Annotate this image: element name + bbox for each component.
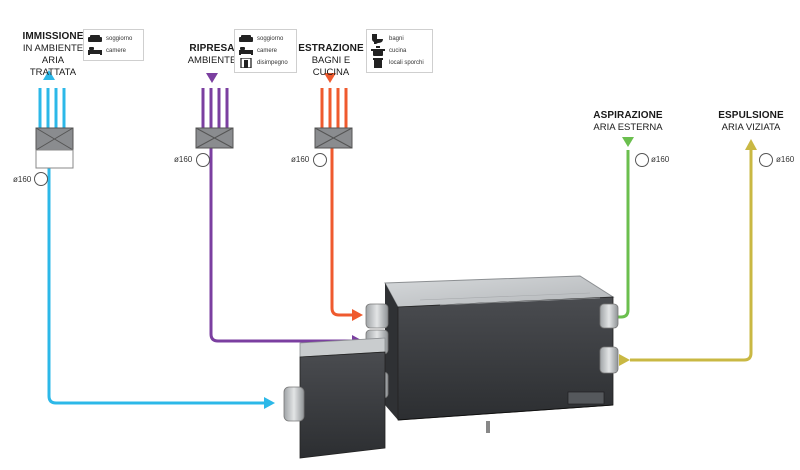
diameter-circle-estrazione xyxy=(313,153,327,167)
immissione-arrow-up xyxy=(43,70,55,80)
estrazione-duct-group xyxy=(320,88,352,317)
diameter-label-ripresa: ø160 xyxy=(174,155,193,164)
legend-ripresa: soggiorno camere disimpegno xyxy=(234,29,297,73)
aux-box-front xyxy=(299,351,386,459)
legend-text: soggiorno xyxy=(106,36,133,42)
legend-text: camere xyxy=(257,48,278,54)
diameter-circle-ripresa xyxy=(196,153,210,167)
label-immissione-title: IMMISSIONE xyxy=(22,31,84,42)
label-ripresa-title: RIPRESA xyxy=(189,43,235,54)
legend-row: soggiorno xyxy=(88,33,138,45)
estrazione-arrow-down xyxy=(324,73,336,83)
legend-text: cucina xyxy=(389,48,407,54)
legend-row: cucina xyxy=(371,45,427,57)
aspirazione-duct xyxy=(614,150,630,319)
sofa-icon xyxy=(239,35,253,42)
heat-recovery-unit xyxy=(283,275,619,459)
legend-estrazione: bagni cucina locali sporchi xyxy=(366,29,433,73)
espulsione-arrow-right xyxy=(619,354,630,366)
label-ripresa: RIPRESA AMBIENTE xyxy=(186,43,238,67)
cooking-pot-icon xyxy=(371,46,385,56)
unit-control-panel xyxy=(567,391,605,405)
collar-estrazione xyxy=(365,303,389,329)
legend-row: bagni xyxy=(371,33,427,45)
unit-drain xyxy=(486,421,490,433)
label-immissione-line2: ARIA TRATTATA xyxy=(29,55,77,78)
aspirazione-arrow-down xyxy=(622,137,634,147)
diameter-label-espulsione: ø160 xyxy=(776,155,795,164)
immissione-duct-group xyxy=(38,88,264,405)
ripresa-plenum xyxy=(195,127,234,149)
legend-row: camere xyxy=(239,45,291,57)
legend-text: camere xyxy=(106,48,127,54)
label-espulsione: ESPULSIONE ARIA VIZIATA xyxy=(718,110,784,134)
legend-row: disimpegno xyxy=(239,57,291,69)
trash-bin-icon xyxy=(373,58,383,68)
label-estrazione-line1: BAGNI E CUCINA xyxy=(311,55,351,78)
label-estrazione-title: ESTRAZIONE xyxy=(298,43,364,54)
label-aspirazione: ASPIRAZIONE ARIA ESTERNA xyxy=(592,110,664,134)
label-aspirazione-title: ASPIRAZIONE xyxy=(593,110,663,121)
diameter-circle-aspirazione xyxy=(635,153,649,167)
collar-aspirazione xyxy=(599,303,619,329)
label-immissione-line1: IN AMBIENTE xyxy=(22,43,84,54)
legend-text: bagni xyxy=(389,36,404,42)
espulsione-duct xyxy=(630,150,753,362)
immissione-duct xyxy=(47,168,264,405)
label-aspirazione-line1: ARIA ESTERNA xyxy=(593,122,663,133)
toilet-icon xyxy=(372,34,383,44)
legend-row: locali sporchi xyxy=(371,57,427,69)
bed-icon xyxy=(239,47,253,55)
estrazione-arrow-right xyxy=(352,309,363,321)
aux-box-collar xyxy=(283,386,305,422)
sofa-icon xyxy=(88,35,102,42)
collar-espulsione xyxy=(599,346,619,374)
aspirazione-duct-group xyxy=(614,150,630,319)
estrazione-duct xyxy=(330,148,352,317)
label-espulsione-line1: ARIA VIZIATA xyxy=(721,122,781,133)
label-immissione: IMMISSIONE IN AMBIENTE ARIA TRATTATA xyxy=(18,31,88,79)
espulsione-duct-group xyxy=(630,150,753,362)
immissione-arrow-right xyxy=(264,397,275,409)
legend-text: locali sporchi xyxy=(389,60,424,66)
ripresa-duct xyxy=(209,148,352,343)
immissione-plenum xyxy=(35,127,74,169)
legend-immissione: soggiorno camere xyxy=(83,29,144,61)
diameter-label-aspirazione: ø160 xyxy=(651,155,670,164)
label-ripresa-line1: AMBIENTE xyxy=(187,55,237,66)
espulsione-arrow-up xyxy=(745,139,757,150)
diameter-circle-espulsione xyxy=(759,153,773,167)
bed-icon xyxy=(88,47,102,55)
legend-row: soggiorno xyxy=(239,33,291,45)
door-icon xyxy=(240,58,252,68)
ripresa-duct-group xyxy=(201,88,352,343)
label-estrazione: ESTRAZIONE BAGNI E CUCINA xyxy=(294,43,368,79)
legend-row: camere xyxy=(88,45,138,57)
legend-text: disimpegno xyxy=(257,60,288,66)
legend-text: soggiorno xyxy=(257,36,284,42)
diameter-label-immissione: ø160 xyxy=(13,175,32,184)
ripresa-arrow-down xyxy=(206,73,218,83)
label-espulsione-title: ESPULSIONE xyxy=(718,110,784,121)
diameter-label-estrazione: ø160 xyxy=(291,155,310,164)
estrazione-plenum xyxy=(314,127,353,149)
diameter-circle-immissione xyxy=(34,172,48,186)
